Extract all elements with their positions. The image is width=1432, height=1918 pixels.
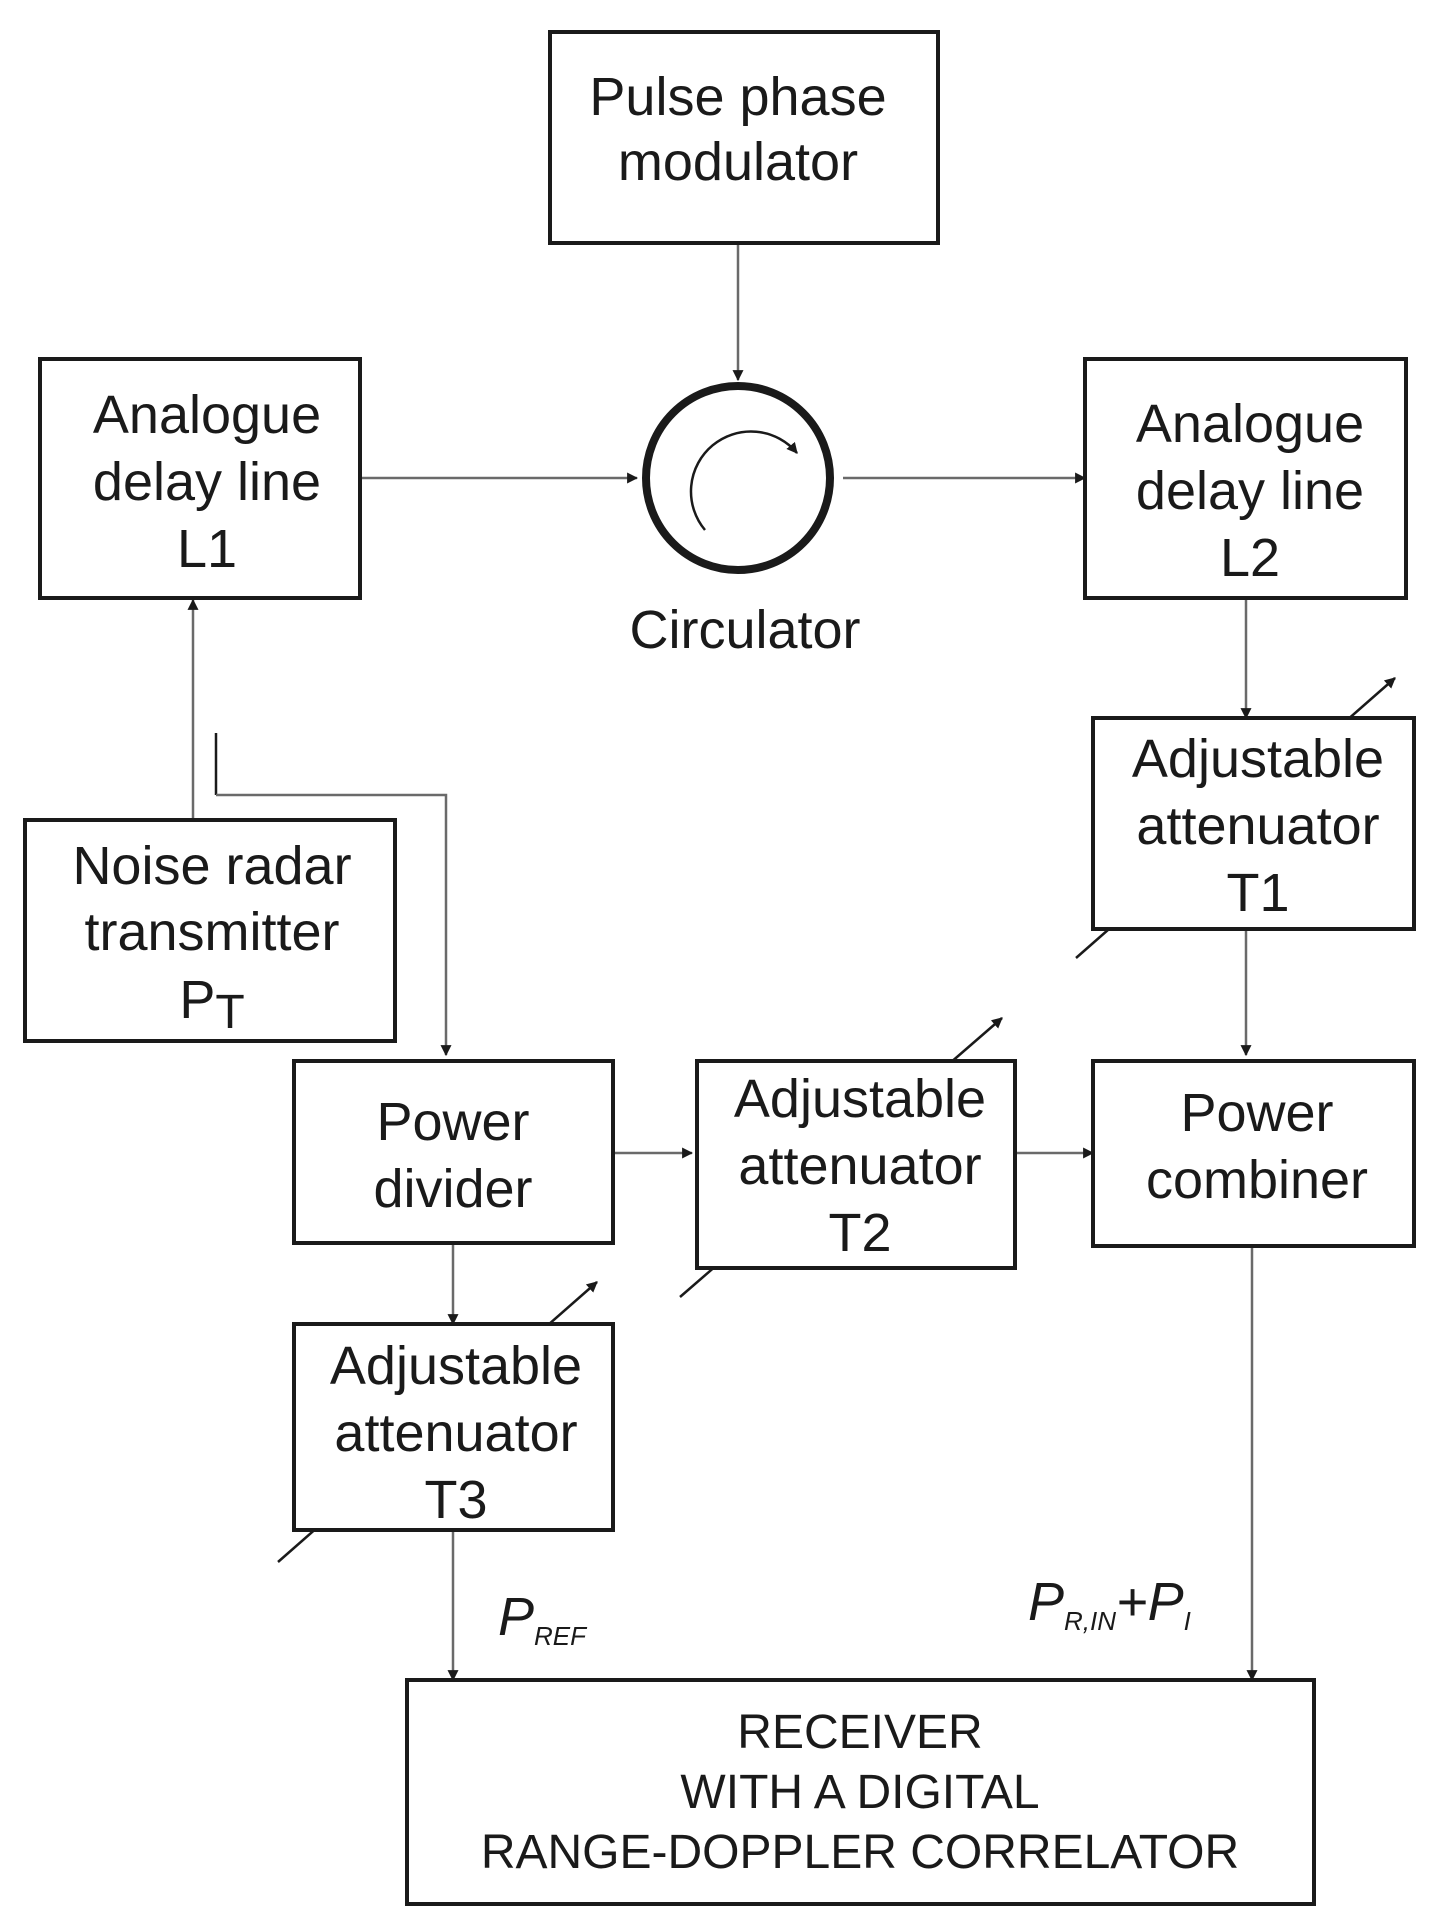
delay-line-l2-block: Analogue delay line L2 (1083, 357, 1408, 600)
transmitter-power-subscript: T (215, 986, 244, 1039)
circulator-label: Circulator (629, 600, 860, 660)
attenuator-t1-label: Adjustable (1132, 729, 1384, 789)
transmitter-power-symbol: P (179, 970, 215, 1030)
p-i-subscript: I (1184, 1606, 1191, 1636)
attenuator-t3-label: attenuator (334, 1403, 577, 1463)
noise-transmitter-label: transmitter (84, 902, 339, 962)
attenuator-t1-label: attenuator (1136, 796, 1379, 856)
attenuator-t3-label: T3 (424, 1470, 487, 1530)
p-i-symbol: P (1148, 1572, 1184, 1632)
delay-line-l1-block: Analogue delay line L1 (38, 357, 362, 600)
attenuator-t3-block: Adjustable attenuator T3 (292, 1322, 615, 1532)
receiver-label: RECEIVER (737, 1706, 982, 1759)
transmitter-to-divider-wire (216, 793, 452, 1057)
receiver-label: WITH A DIGITAL (680, 1766, 1039, 1819)
power-combiner-label: Power (1180, 1083, 1333, 1143)
delay-line-l1-label: L1 (177, 519, 237, 579)
circulator-rotation-arrow (689, 430, 798, 531)
p-ref-signal-label: PREF (498, 1587, 588, 1651)
attenuator-t2-block: Adjustable attenuator T2 (695, 1059, 1017, 1270)
p-rin-symbol: P (1028, 1572, 1064, 1632)
p-rin-subscript: R,IN (1064, 1606, 1116, 1636)
noise-transmitter-label: Noise radar (72, 836, 351, 896)
pulse-phase-modulator-label: modulator (618, 132, 858, 192)
power-divider-label: divider (373, 1159, 532, 1219)
p-plus-sign: + (1116, 1572, 1148, 1632)
attenuator-t1-label: T1 (1226, 863, 1289, 923)
pulse-phase-modulator-label: Pulse phase (589, 67, 886, 127)
power-divider-block: Power divider (292, 1059, 615, 1245)
power-combiner-block: Power combiner (1091, 1059, 1416, 1248)
receiver-label: RANGE-DOPPLER CORRELATOR (481, 1826, 1239, 1879)
delay-line-l1-label: delay line (93, 452, 321, 512)
delay-line-l2-label: Analogue (1136, 394, 1364, 454)
p-ref-symbol: P (498, 1587, 534, 1647)
p-received-signal-label: PR,IN+PI (1028, 1572, 1191, 1636)
delay-line-l2-label: delay line (1136, 461, 1364, 521)
attenuator-t2-label: Adjustable (734, 1069, 986, 1129)
attenuator-t2-label: T2 (828, 1203, 891, 1263)
delay-line-l1-label: Analogue (93, 385, 321, 445)
attenuator-t3-label: Adjustable (330, 1336, 582, 1396)
p-ref-subscript: REF (534, 1621, 588, 1651)
receiver-block: RECEIVER WITH A DIGITAL RANGE-DOPPLER CO… (405, 1678, 1316, 1906)
attenuator-t2-label: attenuator (738, 1136, 981, 1196)
circulator-symbol: Circulator (629, 382, 861, 660)
transmitter-power-label: PT (179, 970, 244, 1039)
delay-line-l2-label: L2 (1220, 528, 1280, 588)
pulse-phase-modulator-block: Pulse phase modulator (548, 30, 940, 245)
attenuator-t1-block: Adjustable attenuator T1 (1091, 716, 1416, 931)
power-combiner-label: combiner (1146, 1150, 1368, 1210)
power-divider-label: Power (376, 1092, 529, 1152)
noise-transmitter-block: Noise radar transmitter PT (23, 818, 397, 1043)
